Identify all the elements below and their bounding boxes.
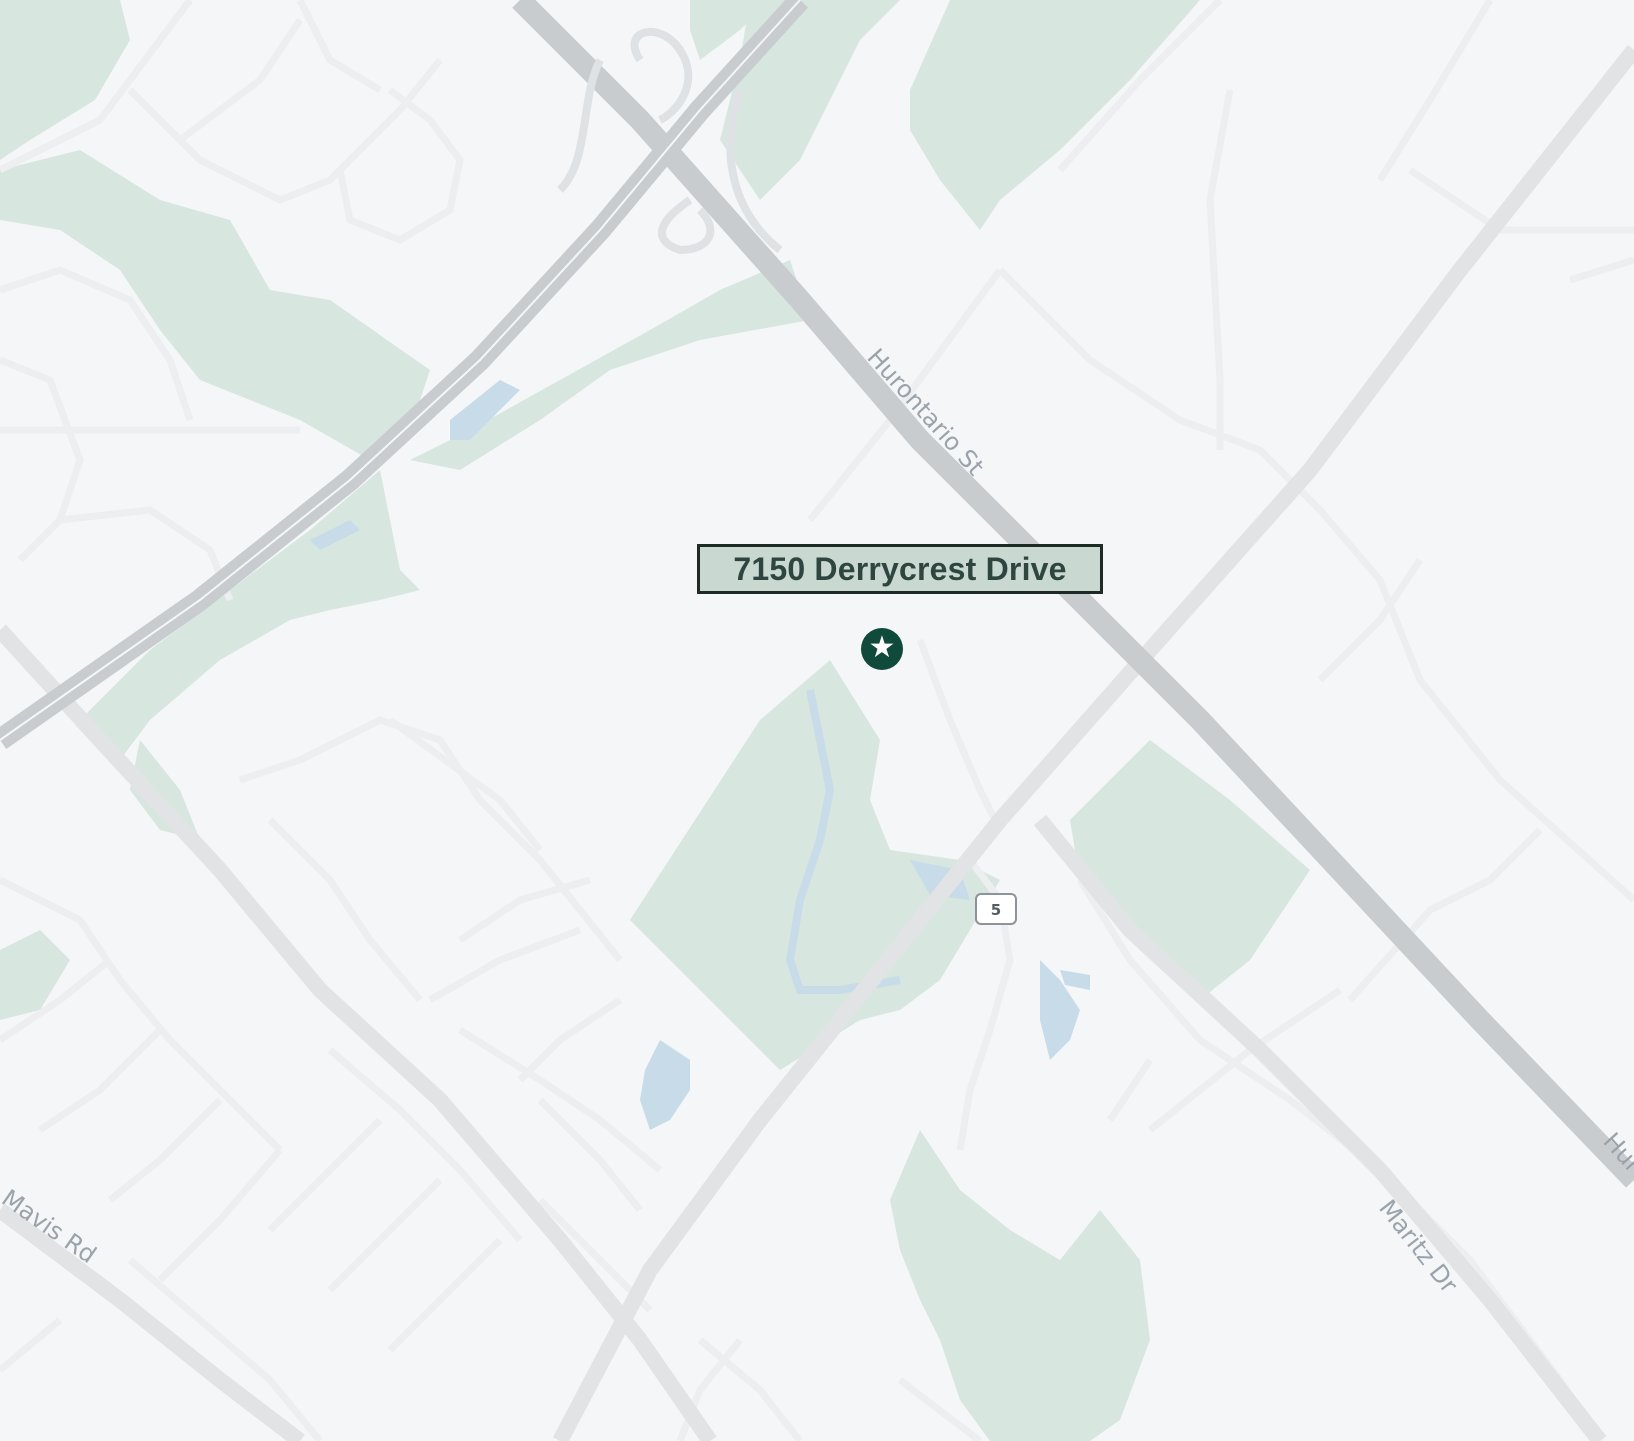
location-callout[interactable]: 7150 Derrycrest Drive — [697, 544, 1103, 594]
highway-shield: 5 — [975, 893, 1017, 925]
highway-centerlines — [0, 0, 801, 741]
park-areas — [0, 0, 1310, 1441]
water-bodies — [310, 380, 1090, 1130]
highway-shield-number: 5 — [991, 901, 1001, 919]
location-label: 7150 Derrycrest Drive — [733, 550, 1067, 587]
star-marker-icon[interactable]: ★ — [861, 628, 903, 670]
highway-ramps — [557, 28, 783, 255]
major-roads — [0, 45, 1634, 1441]
star-icon: ★ — [868, 630, 896, 665]
